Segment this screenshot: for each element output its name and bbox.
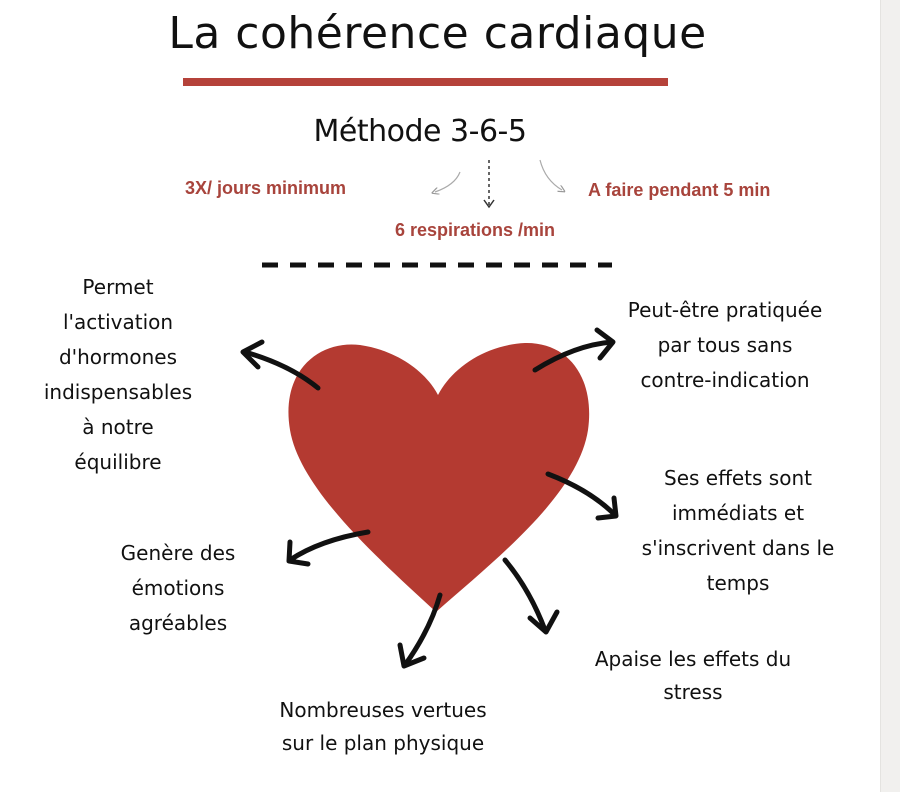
heart-icon — [288, 342, 590, 612]
arrow-stress-icon — [502, 557, 548, 633]
text-line: par tous sans — [657, 333, 793, 357]
text-line: contre-indication — [640, 368, 810, 392]
text-line: temps — [706, 571, 770, 595]
method-duration: A faire pendant 5 min — [588, 180, 771, 200]
text-line: Apaise les effets du — [594, 647, 792, 671]
text-line: immédiats et — [671, 501, 805, 525]
text-line: Genère des — [120, 541, 236, 565]
text-line: Nombreuses vertues — [279, 698, 487, 722]
text-line: indispensables — [43, 380, 193, 404]
text-line: Ses effets sont — [664, 466, 812, 490]
arrow-pratique-icon — [532, 339, 615, 373]
arrow-left-icon — [435, 171, 461, 192]
benefit-effets: Ses effets sont immédiats et s'inscriven… — [608, 461, 868, 601]
title-underline — [183, 78, 668, 86]
text-line: d'hormones — [58, 345, 178, 369]
arrow-hormones-icon — [242, 349, 321, 391]
text-line: émotions — [131, 576, 225, 600]
page-title: La cohérence cardiaque — [168, 8, 707, 59]
benefit-stress: Apaise les effets du stress — [555, 643, 831, 709]
page-side-margin — [880, 0, 900, 792]
benefit-physique: Nombreuses vertues sur le plan physique — [228, 694, 538, 760]
text-line: équilibre — [74, 450, 162, 474]
benefit-emotions: Genère des émotions agréables — [88, 536, 268, 641]
arrow-effets-icon — [545, 471, 618, 518]
text-line: s'inscrivent dans le — [641, 536, 835, 560]
method-title: Méthode 3-6-5 — [313, 114, 527, 149]
text-line: Permet — [82, 275, 154, 299]
text-line: stress — [663, 680, 723, 704]
text-line: à notre — [82, 415, 154, 439]
text-line: l'activation — [62, 310, 174, 334]
arrow-right-icon — [539, 159, 562, 190]
text-line: sur le plan physique — [281, 731, 485, 755]
arrow-physique-icon — [402, 592, 443, 668]
text-line: agréables — [128, 611, 228, 635]
benefit-pratique: Peut-être pratiquée par tous sans contre… — [590, 293, 860, 398]
method-breathing: 6 respirations /min — [395, 220, 556, 240]
benefit-hormones: Permet l'activation d'hormones indispens… — [18, 270, 218, 480]
arrow-emotions-icon — [287, 529, 371, 563]
text-line: Peut-être pratiquée — [627, 298, 823, 322]
method-frequency: 3X/ jours minimum — [185, 178, 347, 198]
